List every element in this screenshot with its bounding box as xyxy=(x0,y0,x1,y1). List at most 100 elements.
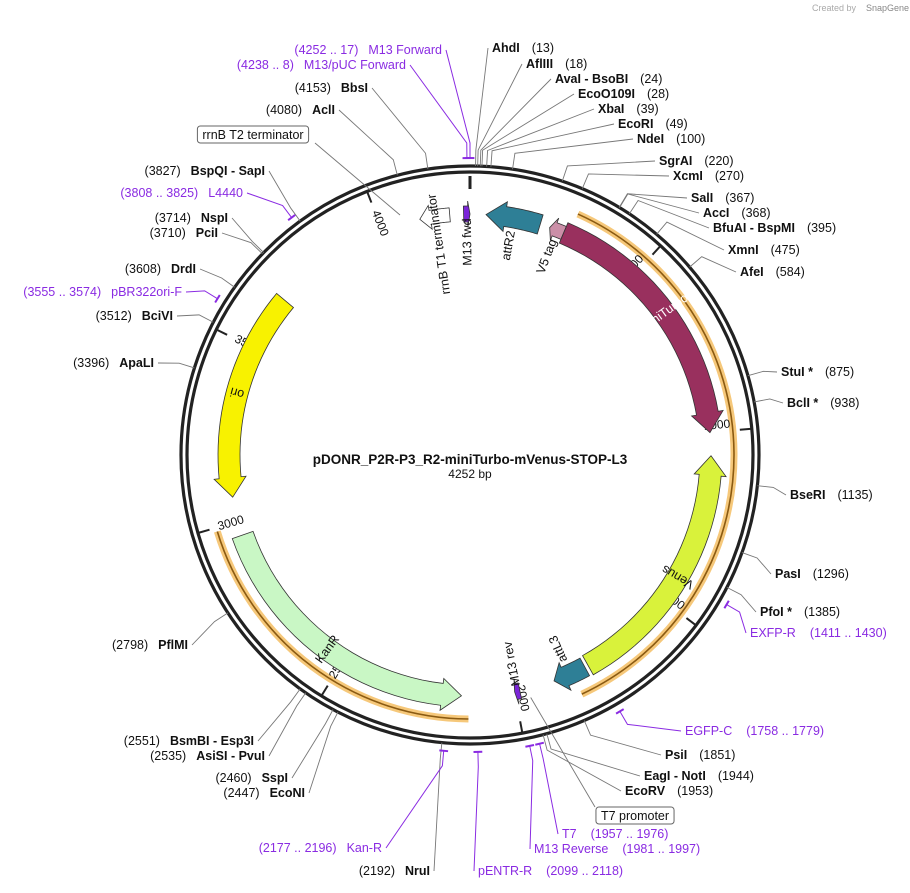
site-nspi[interactable]: NspI(3714) xyxy=(155,211,228,225)
site-stui[interactable]: StuI *(875) xyxy=(781,365,854,379)
site-name: XbaI xyxy=(598,102,624,116)
site-afei[interactable]: AfeI(584) xyxy=(740,265,805,279)
site-aflii[interactable]: AflIII(18) xyxy=(526,57,587,71)
tick-mark xyxy=(197,528,210,534)
primer-l4440[interactable]: L4440(3808 .. 3825) xyxy=(120,186,243,200)
feature-venus[interactable] xyxy=(581,455,727,676)
site-apali[interactable]: ApaLI (3396) xyxy=(73,356,154,370)
site-position: (3710) xyxy=(150,226,186,240)
site-name: EcoRI xyxy=(618,117,653,131)
site-acci[interactable]: AccI(368) xyxy=(703,206,771,220)
site-leader xyxy=(308,711,339,794)
boxed-label-t7prom[interactable]: T7 promoter xyxy=(595,806,675,825)
primer-mark xyxy=(287,214,296,221)
feature-ori[interactable] xyxy=(213,292,295,498)
site-name: NdeI xyxy=(637,132,664,146)
site-nrui[interactable]: NruI(2192) xyxy=(359,864,430,878)
feature-label-v5tag: V5 tag xyxy=(534,237,560,276)
site-avai[interactable]: AvaI - BsoBI(24) xyxy=(555,72,662,86)
site-bbsi[interactable]: BbsI(4153) xyxy=(295,81,368,95)
primer-mark xyxy=(525,744,535,748)
feature-attl3[interactable] xyxy=(553,657,591,692)
site-name: DrdI xyxy=(171,262,196,276)
credit-text: Created by xyxy=(812,3,857,13)
boxed-label-rrnb_t2[interactable]: rrnB T2 terminator xyxy=(196,125,310,144)
primer-exfpr[interactable]: EXFP-R(1411 .. 1430) xyxy=(750,626,887,640)
primer-mark xyxy=(214,294,221,303)
site-name: BseRI xyxy=(790,488,825,502)
primer-pentrr[interactable]: pENTR-R(2099 .. 2118) xyxy=(478,864,623,878)
site-econi[interactable]: EcoNI(2447) xyxy=(223,786,305,800)
site-pcii[interactable]: PciI(3710) xyxy=(150,226,218,240)
site-ecori[interactable]: EcoRI(49) xyxy=(618,117,688,131)
site-pfoi[interactable]: PfoI *(1385) xyxy=(760,605,840,619)
feature-m13fwd_f[interactable] xyxy=(462,200,471,228)
primer-m13rev[interactable]: M13 Reverse(1981 .. 1997) xyxy=(534,842,700,856)
site-bspqi[interactable]: BspQI - SapI(3827) xyxy=(145,164,265,178)
primer-mark xyxy=(723,600,730,609)
site-sspi[interactable]: SspI(2460) xyxy=(215,771,288,785)
site-name: NruI xyxy=(405,864,430,878)
primer-t7[interactable]: T7(1957 .. 1976) xyxy=(562,827,668,841)
site-position: (18) xyxy=(565,57,587,71)
primer-m13puc[interactable]: M13/pUC Forward(4238 .. 8) xyxy=(237,58,406,72)
site-position: (368) xyxy=(741,206,770,220)
primer-range: (2099 .. 2118) xyxy=(546,864,623,878)
primer-range: (4252 .. 17) xyxy=(294,43,358,57)
primer-pbr322[interactable]: pBR322ori-F(3555 .. 3574) xyxy=(23,285,182,299)
site-leader xyxy=(199,268,235,288)
site-position: (2551) xyxy=(124,734,160,748)
site-xbai[interactable]: XbaI(39) xyxy=(598,102,659,116)
site-psii[interactable]: PsiI(1851) xyxy=(665,748,735,762)
site-eagi[interactable]: EagI - NotI(1944) xyxy=(644,769,754,783)
primer-name: M13/pUC Forward xyxy=(304,58,406,72)
primer-kanr_p[interactable]: Kan-R(2177 .. 2196) xyxy=(259,841,382,855)
feature-miniturbo[interactable] xyxy=(558,222,724,434)
plasmid-size: 4252 bp xyxy=(448,467,492,481)
boxed-label-leader xyxy=(314,142,401,216)
site-bcli[interactable]: BclI *(938) xyxy=(787,396,859,410)
site-pasi[interactable]: PasI(1296) xyxy=(775,567,849,581)
primer-m13fwd[interactable]: M13 Forward(4252 .. 17) xyxy=(294,43,442,57)
site-bcivi[interactable]: BciVI(3512) xyxy=(96,309,173,323)
site-bfuai[interactable]: BfuAI - BspMI(395) xyxy=(713,221,836,235)
feature-m13rev_f[interactable] xyxy=(513,678,522,705)
site-ndei[interactable]: NdeI(100) xyxy=(637,132,705,146)
primer-leader xyxy=(619,711,682,732)
primer-name: EGFP-C xyxy=(685,724,732,738)
site-drdi[interactable]: DrdI(3608) xyxy=(125,262,196,276)
site-position: (2798) xyxy=(112,638,148,652)
site-pflmi[interactable]: PflMI(2798) xyxy=(112,638,188,652)
primer-egfpc[interactable]: EGFP-C(1758 .. 1779) xyxy=(685,724,824,738)
site-ecoo109i[interactable]: EcoO109I(28) xyxy=(578,87,669,101)
feature-kanr[interactable] xyxy=(231,530,463,712)
site-name: PfoI * xyxy=(760,605,792,619)
primer-mark xyxy=(439,749,449,753)
site-bseri[interactable]: BseRI(1135) xyxy=(790,488,873,502)
site-name: AsiSI - PvuI xyxy=(196,749,265,763)
site-bsmbi[interactable]: BsmBI - Esp3I(2551) xyxy=(124,734,254,748)
feature-label-attl3: attL3 xyxy=(546,633,570,664)
site-position: (3512) xyxy=(96,309,132,323)
site-position: (28) xyxy=(647,87,669,101)
site-name: BclI * xyxy=(787,396,818,410)
site-leader xyxy=(475,47,489,167)
plasmid-name: pDONR_P2R-P3_R2-miniTurbo-mVenus-STOP-L3 xyxy=(313,452,628,467)
feature-attr2[interactable] xyxy=(485,200,544,235)
site-name: ApaLI xyxy=(119,356,154,370)
primer-leader xyxy=(246,192,293,218)
site-sgrai[interactable]: SgrAI(220) xyxy=(659,154,734,168)
site-leader xyxy=(741,552,772,575)
site-xcmi[interactable]: XcmI(270) xyxy=(673,169,744,183)
site-asisi[interactable]: AsiSI - PvuI(2535) xyxy=(150,749,265,763)
site-ahdi[interactable]: AhdI(13) xyxy=(492,41,554,55)
site-sali[interactable]: SalI(367) xyxy=(691,191,754,205)
site-position: (3396) xyxy=(73,356,109,370)
site-leader xyxy=(157,362,195,369)
site-xmni[interactable]: XmnI(475) xyxy=(728,243,800,257)
site-leader xyxy=(490,123,615,167)
feature-rrnb_t1[interactable] xyxy=(419,204,451,231)
site-acli[interactable]: AclI(4080) xyxy=(266,103,335,117)
site-ecorv[interactable]: EcoRV(1953) xyxy=(625,784,713,798)
